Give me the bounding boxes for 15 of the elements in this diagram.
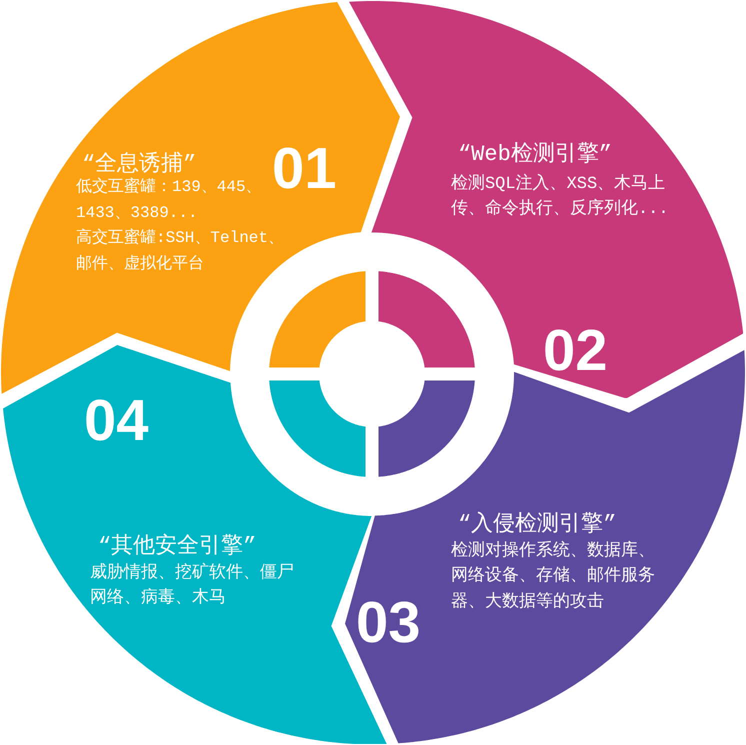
segment-description: 高交互蜜罐:SSH、Telnet、邮件、虚拟化平台 (76, 227, 285, 275)
segment-description: 检测SQL注入、XSS、木马上传、命令执行、反序列化... (450, 172, 670, 222)
segment-title: “Web检测引擎” (458, 140, 612, 169)
segment-description: 威胁情报、挖矿软件、僵尸网络、病毒、木马 (90, 562, 295, 610)
step-number: 03 (356, 594, 421, 652)
step-number: 04 (84, 392, 148, 450)
segment-description: 低交互蜜罐：139、445、1433、3389... (76, 176, 263, 224)
segment-title: “入侵检测引擎” (458, 510, 616, 539)
segment-title: “全息诱捕” (82, 150, 196, 177)
segment-description: 检测对操作系统、数据库、网络设备、存储、邮件服务器、大数据等的攻击 (451, 540, 656, 614)
segment-title: “其他安全引擎” (98, 533, 256, 561)
ring-segment (348, 0, 743, 398)
step-number: 01 (272, 140, 336, 198)
ring-segment (1, 2, 400, 394)
step-number: 02 (542, 322, 608, 380)
